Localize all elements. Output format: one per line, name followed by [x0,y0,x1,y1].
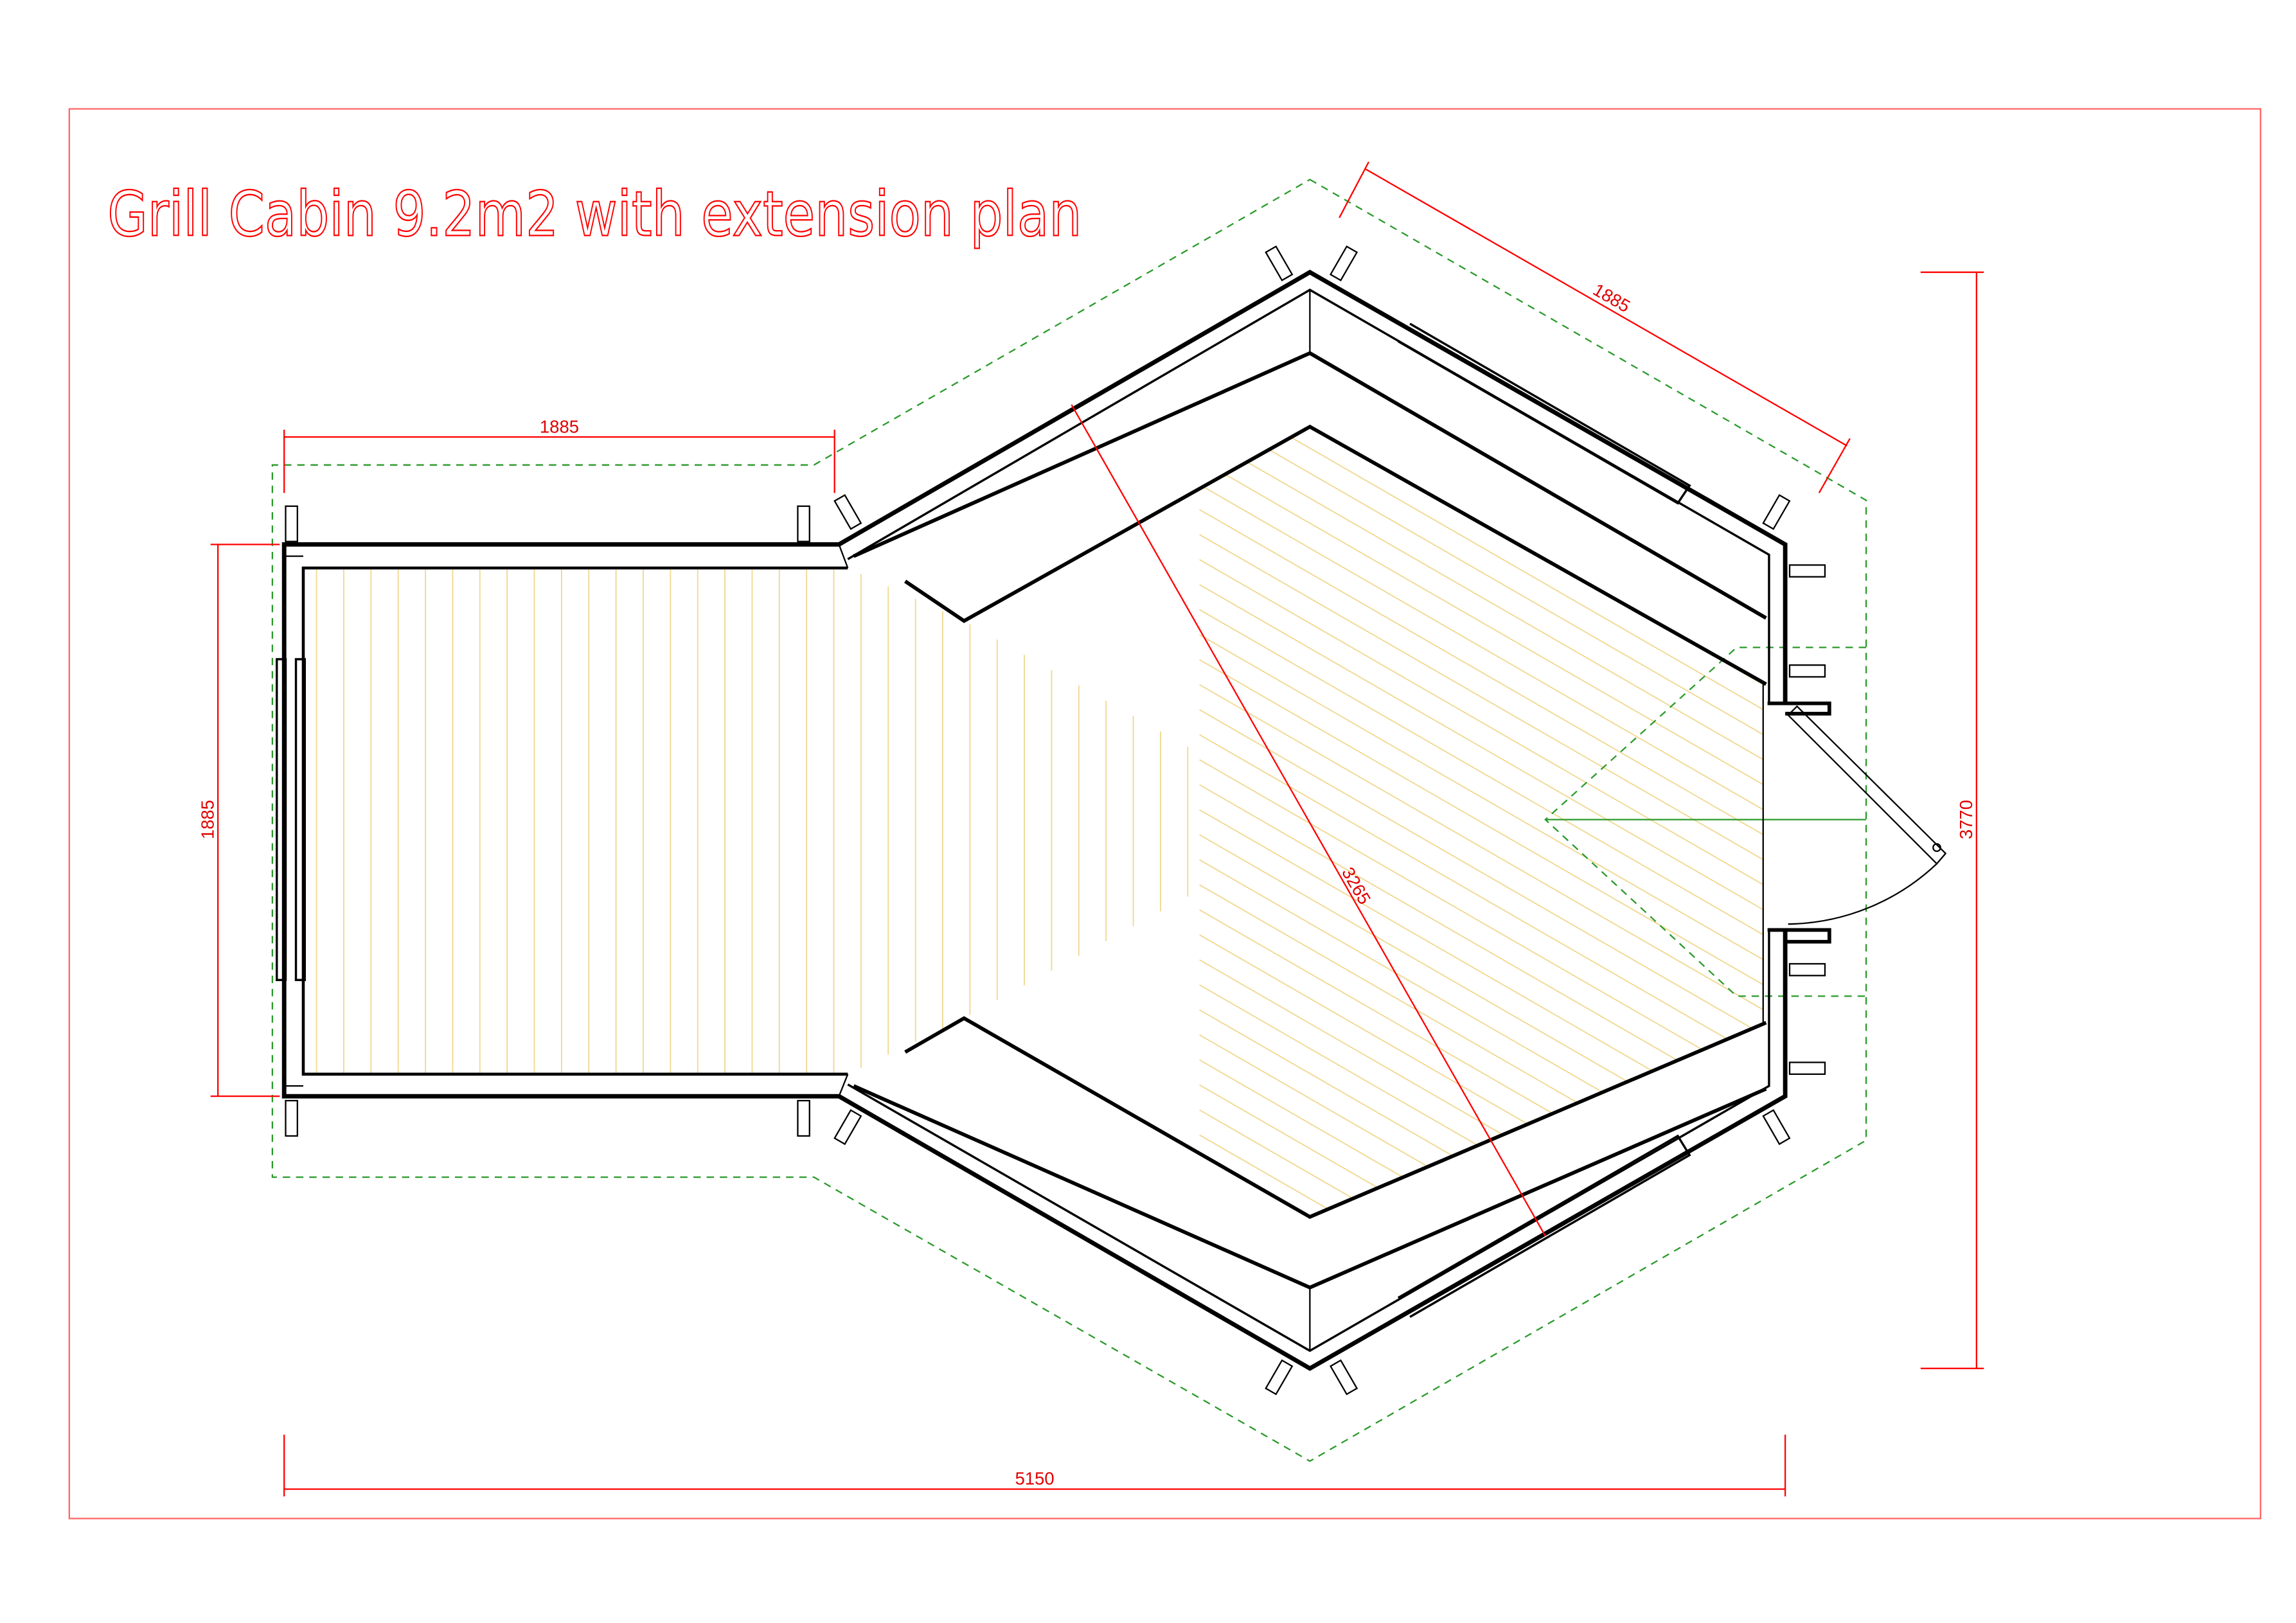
floorboard-line [1199,609,1763,937]
dim-total-height: 3770 [1956,800,1976,839]
floorboard-line [1199,1134,1350,1217]
floorboard-line [1446,427,1763,612]
floorboard-line [1199,809,1763,1137]
dim-diagonal: 3265 [1338,864,1375,907]
drawing-title: Grill Cabin 9.2m2 with extension plan [107,178,1081,250]
floorboard-line [1199,909,1740,1217]
floorboard-line [1749,427,1763,437]
floorboard-line [1619,427,1763,512]
floorboard-line [1199,559,1763,887]
floorboard-line [1272,427,1763,712]
floorboard-line [1706,427,1763,462]
floorboard-line [1199,959,1653,1217]
floorboard-line [1199,1209,1220,1217]
floorboard-line [1199,784,1763,1112]
floorboard-line [1199,634,1763,962]
floorboard-line [1402,427,1763,637]
floorboard-line [1199,1009,1567,1217]
floorboard-line [1199,759,1763,1087]
floorboard-line [1199,509,1763,837]
floorboard-line [1199,1159,1306,1217]
floorboard-line [1199,834,1763,1162]
floorboard-line [1359,427,1763,662]
door[interactable] [1787,705,1947,925]
floorboard-line [1199,884,1763,1212]
floorboard-line [1199,984,1610,1217]
walls [276,269,1831,1371]
floorboard-line [1199,1109,1393,1217]
floorboard-line [1199,684,1763,1012]
posts [285,245,1826,1396]
floorboard-line [1199,659,1763,987]
sheet-frame [68,108,2261,1520]
dimension-lines [210,161,1984,1497]
floorboard-line [1199,1059,1480,1217]
floorboard-line [1199,1084,1437,1217]
floorboard-line [1533,427,1763,562]
floorboard-line [1199,534,1763,862]
floorboard-line [1199,484,1763,812]
floorboard-line [1229,427,1763,737]
floorboard-line [1199,709,1763,1037]
floorboard-line [1199,1184,1263,1217]
floorboard-line [1199,734,1763,1062]
dim-extension-depth: 1885 [197,800,217,839]
floorboard-line [1199,584,1763,912]
floorboard-line [1662,427,1763,487]
floorboard-line [1199,459,1763,787]
dim-extension-width: 1885 [540,416,579,436]
dim-total-length: 5150 [1015,1469,1055,1489]
